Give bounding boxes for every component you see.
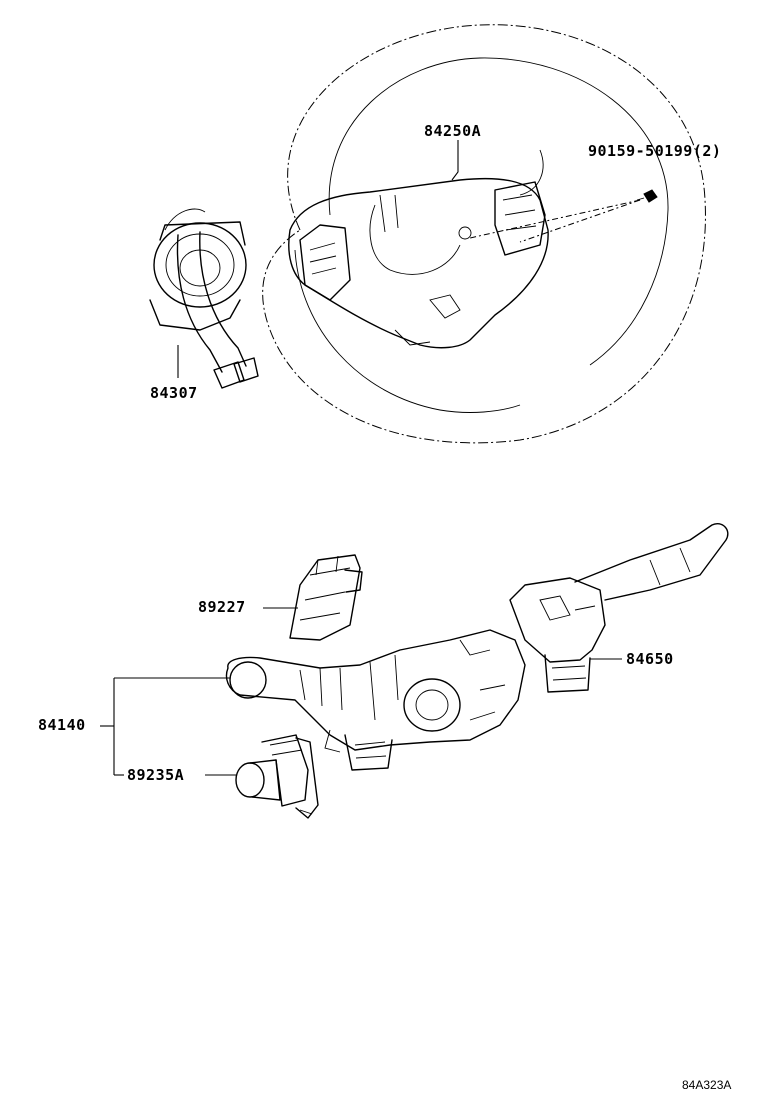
spiral-cable-84307 xyxy=(149,208,259,389)
horn-pad-84250a xyxy=(288,177,549,349)
label-89227: 89227 xyxy=(198,598,246,616)
figure-code: 84A323A xyxy=(682,1078,732,1092)
switch-cover-89227 xyxy=(289,554,363,641)
label-84250a: 84250A xyxy=(424,122,482,140)
steering-wheel-phantom xyxy=(262,24,706,444)
label-84650: 84650 xyxy=(626,650,674,668)
label-90159-50199: 90159-50199(2) xyxy=(588,142,722,160)
label-89235a: 89235A xyxy=(127,766,185,784)
label-84140: 84140 xyxy=(38,716,86,734)
combination-switch-84140 xyxy=(225,629,526,771)
wiper-switch-84650 xyxy=(509,523,729,693)
label-84307: 84307 xyxy=(150,384,198,402)
cruise-switch-89235a xyxy=(235,734,319,819)
leader-lines xyxy=(100,140,622,776)
screw-90159-50199 xyxy=(469,189,658,243)
